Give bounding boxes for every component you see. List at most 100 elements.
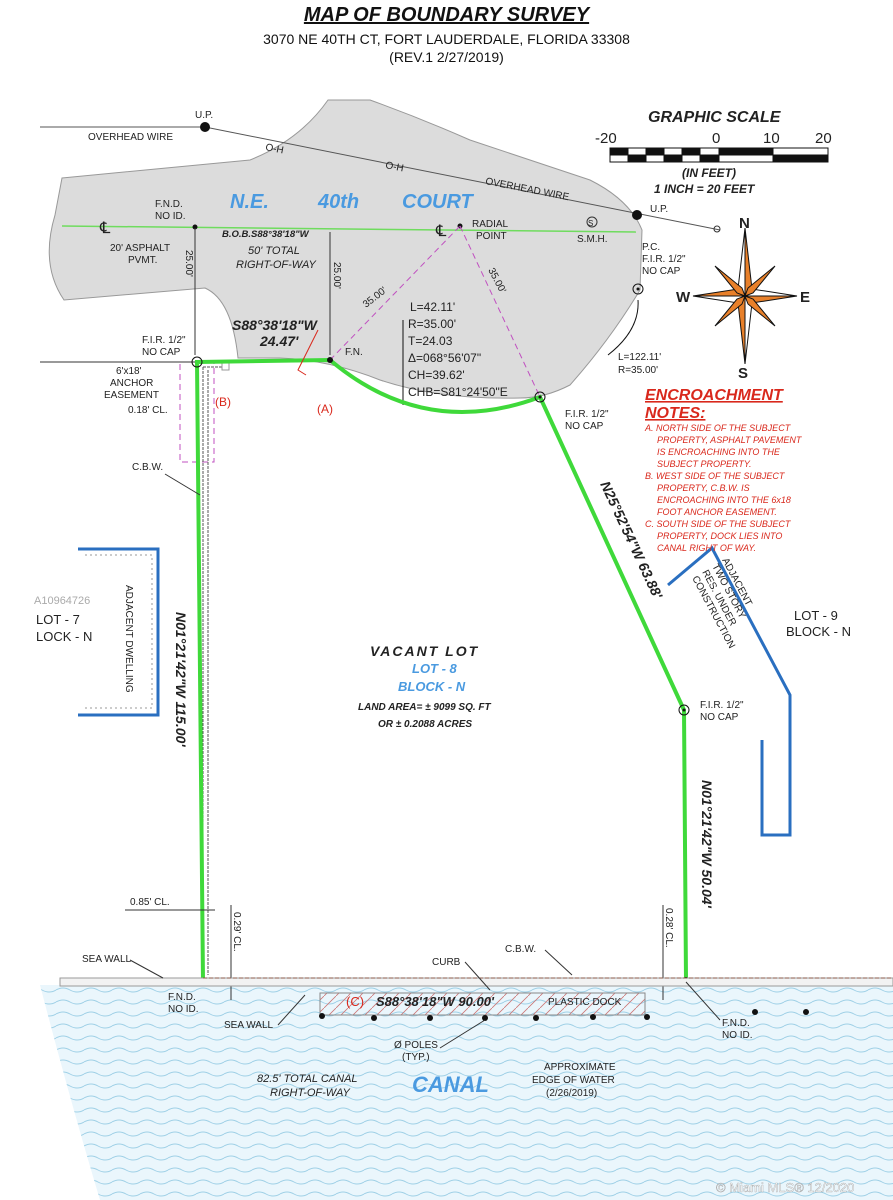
street-name: 40th bbox=[317, 191, 359, 213]
utility-pole-icon bbox=[632, 210, 642, 220]
radial-point-label: RADIAL bbox=[472, 219, 509, 230]
note-line: SUBJECT PROPERTY. bbox=[657, 459, 752, 469]
anchor-label: 6'x18' bbox=[116, 366, 142, 377]
fir-label: F.I.R. 1/2" bbox=[142, 335, 186, 346]
marker-b: (B) bbox=[215, 395, 231, 409]
water-edge-label: (2/26/2019) bbox=[546, 1088, 597, 1099]
notes-title: NOTES: bbox=[645, 405, 705, 422]
fnd-label: NO ID. bbox=[168, 1004, 199, 1015]
row-label: RIGHT-OF-WAY bbox=[236, 259, 317, 271]
south-bearing: S88°38'18"W 90.00' bbox=[376, 994, 495, 1009]
listing-watermark: A10964726 bbox=[34, 595, 90, 607]
curve-radius: R=35.00' bbox=[408, 317, 456, 331]
curve-length: L=42.11' bbox=[410, 300, 455, 314]
anchor-label: EASEMENT bbox=[104, 390, 159, 401]
canal-name: CANAL bbox=[412, 1072, 489, 1097]
utility-pole-label: U.P. bbox=[650, 204, 668, 215]
lot-number: LOT - 8 bbox=[412, 661, 458, 676]
encroachment-notes: ENCROACHMENT NOTES: A. NORTH SIDE OF THE… bbox=[644, 387, 803, 553]
fir-label: NO CAP bbox=[142, 347, 181, 358]
curb-label: CURB bbox=[432, 957, 461, 968]
dock-label: PLASTIC DOCK bbox=[548, 997, 622, 1008]
manhole-icon bbox=[586, 216, 598, 228]
compass-n: N bbox=[739, 215, 750, 232]
sea-wall bbox=[59, 977, 893, 987]
adjacent-lot-label: LOT - 7 bbox=[36, 612, 80, 627]
scale-tick: -20 bbox=[595, 130, 617, 147]
dimension-label: 25.00' bbox=[331, 262, 342, 289]
mls-footer: © Miami MLS® 12/2020 bbox=[716, 1180, 854, 1195]
fnd-label: F.N.D. bbox=[155, 199, 183, 210]
curve-chord-bearing: CHB=S81°24'50"E bbox=[408, 385, 508, 399]
note-line: C. SOUTH SIDE OF THE SUBJECT bbox=[645, 519, 792, 529]
row-label: 50' TOTAL bbox=[248, 245, 300, 257]
street-name: N.E. bbox=[230, 191, 269, 213]
note-line: ENCROACHING INTO THE 6x18 bbox=[657, 495, 791, 505]
compass-w: W bbox=[676, 289, 691, 306]
note-line: A. NORTH SIDE OF THE SUBJECT bbox=[644, 423, 792, 433]
scale-bar bbox=[609, 147, 829, 163]
fir-label: NO CAP bbox=[565, 421, 604, 432]
clearance-label: 0.18' CL. bbox=[128, 405, 168, 416]
fir-label: NO CAP bbox=[700, 712, 739, 723]
adjacent-lot-label: LOCK - N bbox=[36, 629, 92, 644]
north-bearing: S88°38'18"W bbox=[232, 317, 319, 333]
poles-label: (TYP.) bbox=[402, 1052, 430, 1063]
scale-tick: 10 bbox=[763, 130, 780, 147]
fir-label: F.I.R. 1/2" bbox=[700, 700, 744, 711]
compass-s: S bbox=[738, 365, 748, 382]
outer-curve-radius: R=35.00' bbox=[618, 365, 658, 376]
canal-row-label: RIGHT-OF-WAY bbox=[270, 1087, 351, 1099]
clearance-label: 0.29' CL. bbox=[231, 912, 242, 952]
centerline bbox=[61, 225, 637, 233]
anchor-label: ANCHOR bbox=[110, 378, 153, 389]
scale-tick: 0 bbox=[712, 130, 720, 147]
canal-row-label: 82.5' TOTAL CANAL bbox=[257, 1073, 358, 1085]
page-title: MAP OF BOUNDARY SURVEY bbox=[303, 4, 590, 26]
fn-label: F.N. bbox=[345, 347, 363, 358]
note-line: FOOT ANCHOR EASEMENT. bbox=[657, 507, 777, 517]
curve-data: L=42.11' R=35.00' T=24.03 Δ=068°56'07" C… bbox=[402, 300, 661, 405]
property-boundary bbox=[194, 357, 689, 985]
scale-units: (IN FEET) bbox=[682, 166, 736, 180]
radial-point-label: POINT bbox=[476, 231, 507, 242]
dimension-label: 25.00' bbox=[183, 250, 194, 277]
note-line: PROPERTY, DOCK LIES INTO bbox=[657, 531, 782, 541]
centerline-symbol: ℄ bbox=[435, 223, 447, 240]
oh-label: O-H bbox=[384, 160, 404, 174]
note-line: PROPERTY, C.B.W. IS bbox=[657, 483, 750, 493]
curve-delta: Δ=068°56'07" bbox=[408, 351, 481, 365]
fnd-label: NO ID. bbox=[155, 211, 186, 222]
clearance-label: 0.85' CL. bbox=[130, 897, 170, 908]
revision: (REV.1 2/27/2019) bbox=[389, 49, 504, 65]
east-bearing: N01°21'42"W 50.04' bbox=[699, 780, 715, 909]
utility-pole-label: U.P. bbox=[195, 110, 213, 121]
cbw-label: C.B.W. bbox=[132, 462, 163, 473]
asphalt-label: PVMT. bbox=[128, 255, 157, 266]
centerline-symbol: ℄ bbox=[99, 220, 111, 237]
note-line: IS ENCROACHING INTO THE bbox=[657, 447, 781, 457]
block-number: BLOCK - N bbox=[398, 679, 466, 694]
street-name: COURT bbox=[402, 191, 475, 213]
utility-pole-icon bbox=[200, 122, 210, 132]
poles-label: Ø POLES bbox=[394, 1040, 438, 1051]
adjacent-lot-label: BLOCK - N bbox=[786, 624, 851, 639]
fnd-label: F.N.D. bbox=[722, 1018, 750, 1029]
note-line: CANAL RIGHT OF WAY. bbox=[657, 543, 756, 553]
note-line: PROPERTY, ASPHALT PAVEMENT bbox=[657, 435, 803, 445]
water-edge-label: APPROXIMATE bbox=[544, 1062, 616, 1073]
curve-chord: CH=39.62' bbox=[408, 368, 465, 382]
pc-label: NO CAP bbox=[642, 266, 681, 277]
marker-c: (C) bbox=[346, 994, 364, 1009]
sea-wall-label: SEA WALL bbox=[224, 1020, 274, 1031]
north-distance: 24.47' bbox=[259, 333, 299, 349]
adjacent-lot-label: LOT - 9 bbox=[794, 608, 838, 623]
asphalt-label: 20' ASPHALT bbox=[110, 243, 170, 254]
manhole-label: S.M.H. bbox=[577, 234, 608, 245]
basis-of-bearing: B.O.B.S88°38'18"W bbox=[222, 229, 310, 240]
pc-label: P.C. bbox=[642, 242, 660, 253]
poles bbox=[319, 1009, 809, 1021]
marker-a: (A) bbox=[317, 402, 333, 416]
cbw-label: C.B.W. bbox=[505, 944, 536, 955]
address: 3070 NE 40TH CT, FORT LAUDERDALE, FLORID… bbox=[263, 31, 630, 47]
